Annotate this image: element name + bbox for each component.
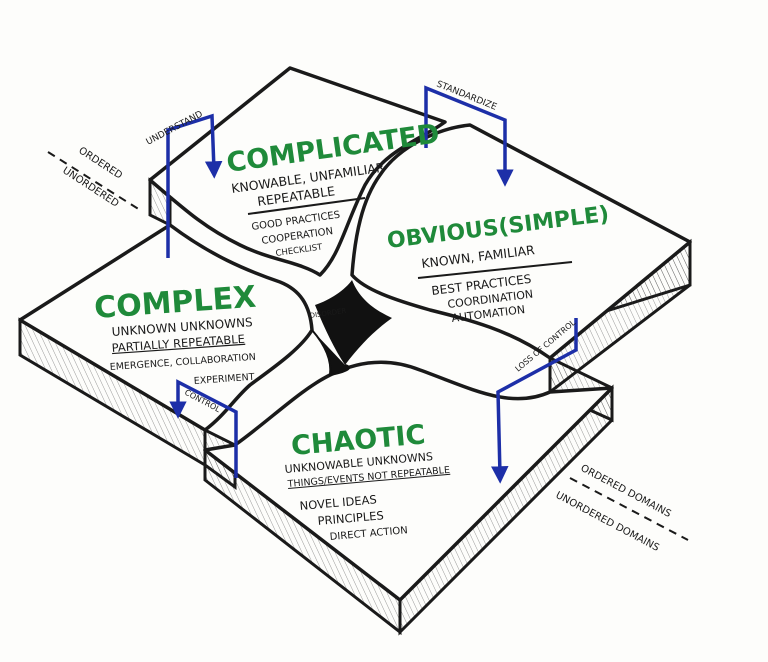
chaotic-practice-1: NOVEL IDEAS xyxy=(299,492,377,513)
complex-domain-face xyxy=(18,223,314,432)
complex-practice-2: EXPERIMENT xyxy=(193,372,255,387)
boundary-bottom-right: ORDERED DOMAINS UNORDERED DOMAINS xyxy=(554,463,689,554)
complicated-domain-face xyxy=(148,66,447,277)
boundary-top-left: ORDERED UNORDERED xyxy=(47,145,141,211)
disorder-center xyxy=(315,280,392,365)
chaotic-domain-face xyxy=(203,360,614,602)
chaotic-practice-2: PRINCIPLES xyxy=(317,508,384,528)
obvious-domain-face xyxy=(350,123,692,360)
